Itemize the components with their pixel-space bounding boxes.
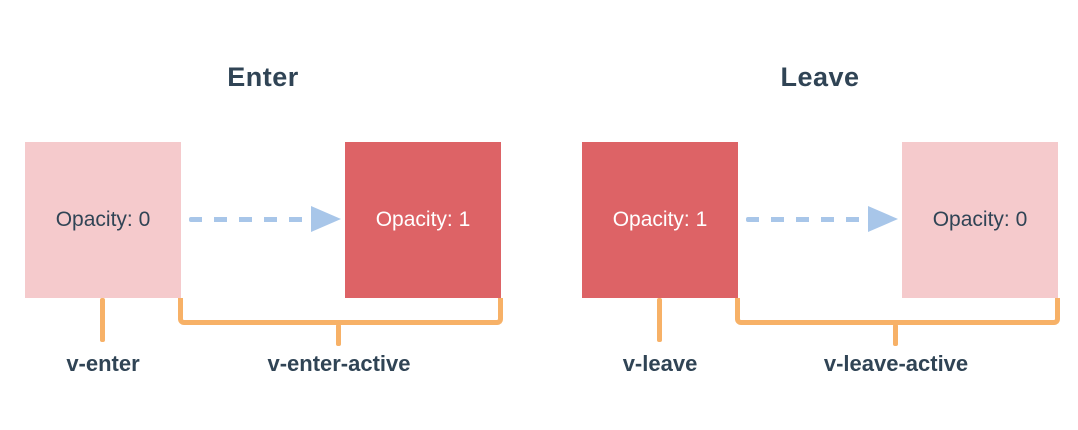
leave-arrow-dash-line — [746, 217, 868, 222]
enter-start-box: Opacity: 0 — [25, 142, 181, 298]
enter-arrow-head-icon — [311, 206, 341, 232]
v-leave-active-bracket — [735, 298, 1060, 325]
v-enter-marker-line — [100, 298, 105, 342]
leave-end-opacity-label: Opacity: 0 — [932, 208, 1028, 231]
leave-start-opacity-label: Opacity: 1 — [612, 208, 708, 231]
v-leave-marker-line — [657, 298, 662, 342]
v-enter-active-bracket-tick — [336, 324, 341, 346]
enter-end-box: Opacity: 1 — [345, 142, 501, 298]
enter-end-opacity-label: Opacity: 1 — [375, 208, 471, 231]
v-enter-label: v-enter — [66, 351, 140, 376]
leave-start-box: Opacity: 1 — [582, 142, 738, 298]
leave-title: Leave — [780, 62, 860, 92]
leave-arrow-head-icon — [868, 206, 898, 232]
leave-section: Leave Opacity: 1 Opacity: 0 v-leave v-le… — [582, 0, 1060, 430]
v-enter-active-bracket — [178, 298, 503, 325]
leave-end-box: Opacity: 0 — [902, 142, 1058, 298]
enter-title: Enter — [227, 62, 299, 92]
v-leave-label: v-leave — [622, 351, 698, 376]
enter-start-opacity-label: Opacity: 0 — [55, 208, 151, 231]
v-leave-active-label: v-leave-active — [823, 351, 969, 376]
enter-section: Enter Opacity: 0 Opacity: 1 v-enter v-en… — [25, 0, 503, 430]
v-leave-active-bracket-tick — [893, 324, 898, 346]
enter-arrow-dash-line — [189, 217, 311, 222]
v-enter-active-label: v-enter-active — [267, 351, 411, 376]
